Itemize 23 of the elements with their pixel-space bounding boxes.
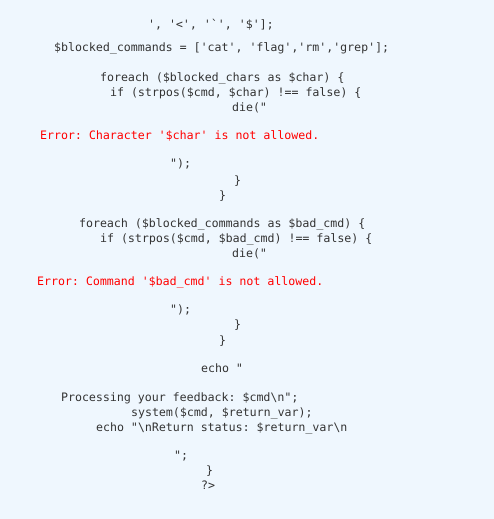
code-line: ', '<', '`', '$'];	[148, 17, 274, 31]
code-line: foreach ($blocked_commands as $bad_cmd) {	[79, 216, 366, 230]
code-line: if (strpos($cmd, $bad_cmd) !== false) {	[100, 231, 372, 245]
code-line: ");	[170, 302, 191, 316]
code-line: system($cmd, $return_var);	[131, 405, 312, 419]
code-line: die("	[232, 100, 267, 114]
code-line: }	[206, 463, 213, 477]
code-line: }	[234, 317, 241, 331]
code-line: }	[234, 173, 241, 187]
code-line: }	[219, 333, 226, 347]
code-line: echo "	[201, 361, 243, 375]
code-line: }	[219, 188, 226, 202]
error-message: Error: Command '$bad_cmd' is not allowed.	[37, 274, 324, 288]
code-line: ";	[174, 448, 188, 462]
code-line: die("	[232, 246, 267, 260]
code-line: Processing your feedback: $cmd\n";	[61, 390, 298, 404]
code-line: $blocked_commands = ['cat', 'flag','rm','grep'];	[54, 40, 390, 54]
code-line: echo "\nReturn status: $return_var\n	[96, 420, 348, 434]
code-line: if (strpos($cmd, $char) !== false) {	[110, 85, 362, 99]
code-line: foreach ($blocked_chars as $char) {	[100, 70, 344, 84]
code-line: ?>	[201, 478, 215, 492]
code-line: ");	[170, 156, 191, 170]
error-message: Error: Character '$char' is not allowed.	[40, 128, 320, 142]
